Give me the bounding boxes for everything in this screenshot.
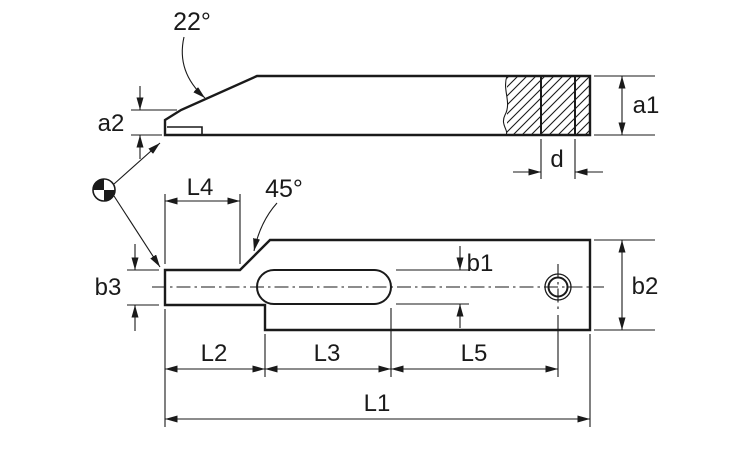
label-d: d: [550, 146, 563, 173]
label-L4: L4: [187, 174, 214, 201]
datum-leader-lower: [113, 195, 161, 268]
leader-angle-chamfer: [253, 202, 278, 252]
hole-outer-circle: [544, 273, 572, 301]
label-angle-tip: 22°: [173, 8, 211, 36]
label-b3: b3: [95, 274, 122, 301]
side-view-dimensions: 22° a2 a1 d: [98, 8, 660, 179]
plan-view-dimensions: L4 45° b3 b1 b2 L2 L3 L5 L1: [95, 174, 659, 427]
a2-extension-lines: [131, 109, 177, 136]
label-L5: L5: [461, 340, 488, 367]
label-a2: a2: [98, 110, 125, 137]
label-angle-chamfer: 45°: [265, 175, 303, 203]
label-a1: a1: [633, 92, 660, 119]
label-L2: L2: [201, 340, 228, 367]
leader-angle-tip: [181, 36, 206, 99]
datum-quadrant-top-left: [93, 179, 104, 190]
label-L3: L3: [314, 340, 341, 367]
label-b2: b2: [632, 273, 659, 300]
datum-leader-upper: [113, 142, 161, 185]
break-line: [502, 75, 509, 136]
section-hatching: [507, 76, 590, 135]
hole-section-walls: [540, 76, 576, 135]
label-b1: b1: [467, 250, 494, 277]
plan-view: [152, 238, 604, 332]
tip-insert-line: [167, 126, 203, 135]
side-view-outline: [163, 74, 592, 137]
hole-inner-circle: [547, 276, 569, 298]
plan-view-outline: [163, 238, 592, 332]
label-L1: L1: [364, 390, 391, 417]
L4-extension-lines: [164, 194, 241, 264]
side-view: [163, 74, 592, 137]
slot: [256, 269, 392, 305]
datum-quadrant-bottom-right: [104, 190, 115, 201]
datum-target: [92, 142, 161, 268]
